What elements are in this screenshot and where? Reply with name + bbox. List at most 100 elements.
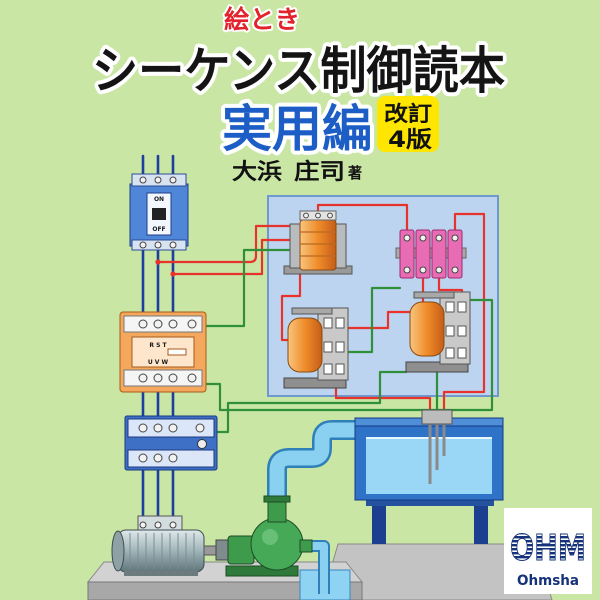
terminal-block-rail	[395, 247, 467, 259]
relay-icon	[283, 307, 349, 389]
motor-terminal	[154, 521, 162, 529]
relay-contact	[445, 325, 455, 337]
terminal-screw	[138, 453, 148, 463]
motor-body	[117, 529, 205, 573]
breaker-off-label: OFF	[152, 226, 165, 233]
relay-contact	[457, 325, 467, 337]
motor-feet	[124, 570, 198, 576]
red-wire	[344, 310, 414, 330]
terminal-screw	[403, 266, 411, 274]
edition-number-label: 4版	[388, 128, 432, 153]
terminal-screw	[153, 423, 163, 433]
magnetic-contactor-icon: R S T U V W	[119, 311, 207, 393]
motor-cooling-fins	[129, 533, 195, 569]
pump-bearing-housing	[227, 535, 255, 565]
contactor-indicator	[167, 348, 187, 356]
terminal-screw	[187, 373, 197, 383]
publisher-logo: OHM Ohmsha	[504, 508, 592, 594]
terminal-screw	[419, 234, 427, 242]
book-title: シーケンス制御読本	[92, 42, 505, 100]
terminal-screw	[154, 241, 162, 249]
terminal-screw	[435, 234, 443, 242]
terminal-screw	[153, 373, 163, 383]
red-wire	[334, 378, 432, 414]
contactor-label-plate	[131, 336, 195, 368]
tank-leg	[474, 500, 488, 544]
terminal-screw	[451, 266, 459, 274]
terminal-screw	[138, 373, 148, 383]
terminal-block-segment	[399, 229, 415, 279]
relay-coil	[287, 317, 323, 373]
terminal-screw	[168, 423, 178, 433]
transformer-coil-bands	[300, 231, 336, 257]
green-wire	[344, 286, 402, 354]
red-wire	[316, 203, 409, 234]
publisher-logo-background	[504, 508, 592, 594]
red-wire	[171, 238, 302, 276]
transformer-coil	[299, 219, 337, 271]
level-electrode-icon	[421, 409, 453, 484]
transformer-icon	[283, 210, 353, 275]
author-suffix: 著	[347, 164, 362, 182]
relay-contact	[335, 317, 345, 329]
relay-contact	[457, 347, 467, 359]
breaker-on-label: ON	[154, 196, 164, 203]
terminal-block-segment	[447, 229, 463, 279]
publisher-logo-mark: OHM	[510, 528, 586, 569]
terminal-block-segment	[415, 229, 431, 279]
terminal-screw	[187, 319, 197, 329]
relay-coil	[409, 301, 445, 357]
red-wire	[280, 270, 302, 342]
shaft-coupling	[215, 539, 229, 561]
terminal-screw	[169, 241, 177, 249]
terminal-screw	[327, 212, 333, 219]
terminal-screw	[168, 453, 178, 463]
relay-contact	[335, 341, 345, 353]
relay-contact	[445, 301, 455, 313]
pump-outlet-neck	[267, 499, 287, 523]
terminal-block-icon	[395, 229, 467, 279]
terminal-screw	[435, 266, 443, 274]
motor-terminal	[139, 521, 147, 529]
edition-badge	[377, 96, 439, 152]
terminal-block-segment	[431, 229, 447, 279]
terminal-screw	[419, 266, 427, 274]
terminal-screw	[138, 319, 148, 329]
discharge-pipe	[269, 422, 360, 500]
circuit-breaker-icon: ON OFF	[129, 173, 189, 251]
red-wire	[442, 212, 486, 414]
wire-junction-dot	[155, 259, 161, 265]
pump-icon	[225, 495, 313, 577]
relay-icon	[405, 291, 471, 373]
edition-revised-label: 改訂	[384, 102, 432, 126]
author-family-name: 大浜	[232, 160, 282, 185]
wire-junction-dot	[170, 271, 176, 277]
terminal-screw	[303, 212, 309, 219]
terminal-screw	[168, 373, 178, 383]
green-wire	[214, 370, 408, 434]
green-wire	[204, 248, 302, 328]
relay-contact	[445, 347, 455, 359]
relay-base	[283, 377, 347, 389]
thermal-overload-relay-icon	[124, 415, 218, 471]
terminal-screw	[451, 234, 459, 242]
terminal-screw	[195, 423, 205, 433]
relay-base	[405, 361, 469, 373]
relay-armature	[413, 291, 455, 299]
terminal-screw	[168, 319, 178, 329]
terminal-screw	[153, 453, 163, 463]
author-given-name: 庄司	[294, 159, 345, 185]
contactor-line-side-label: R S T	[149, 342, 167, 349]
relay-contact	[323, 341, 333, 353]
terminal-screw	[139, 176, 147, 184]
series-label: 絵とき	[224, 5, 300, 34]
terminal-screw	[139, 241, 147, 249]
relay-contact	[457, 301, 467, 313]
machine-base-front	[87, 581, 363, 600]
motor-icon	[111, 515, 229, 576]
red-wire	[156, 224, 302, 264]
terminal-screw	[154, 176, 162, 184]
tank-stand-beam	[366, 496, 494, 506]
